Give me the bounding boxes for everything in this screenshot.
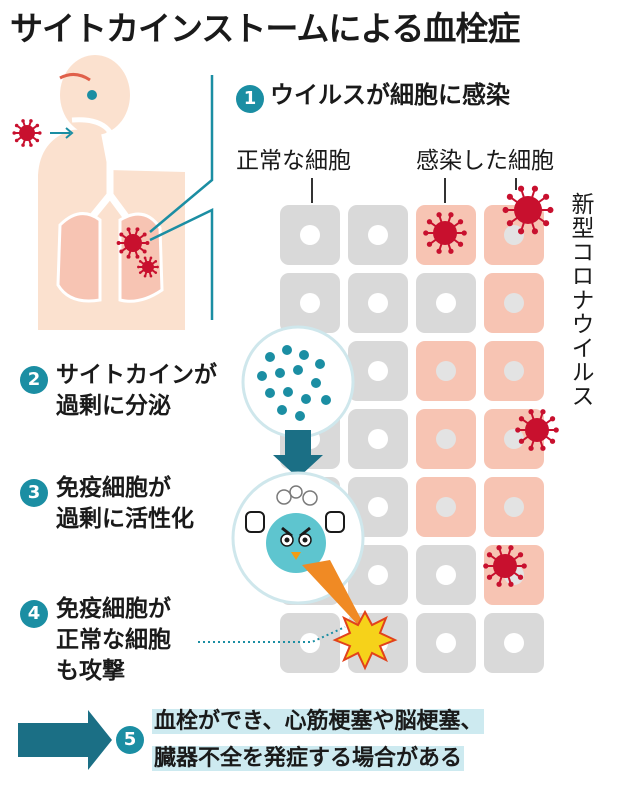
cytokine-dot	[315, 359, 325, 369]
virus-icon	[137, 256, 159, 278]
cell-nucleus	[504, 497, 524, 517]
cytokine-dot	[321, 395, 331, 405]
cell-nucleus	[504, 293, 524, 313]
cell-nucleus	[300, 225, 320, 245]
cell-nucleus	[368, 293, 388, 313]
cell-nucleus	[368, 565, 388, 585]
cytokine-dot	[293, 365, 303, 375]
infected-cell-label: 感染した細胞	[416, 148, 554, 174]
cell-nucleus	[436, 497, 456, 517]
immune-cell-icon	[245, 485, 345, 573]
virus-icon	[483, 545, 527, 587]
step-3-text: 免疫細胞が 過剰に活性化	[56, 475, 194, 532]
cell-nucleus	[368, 361, 388, 381]
cytokine-dot	[257, 371, 267, 381]
cytokine-dot	[277, 405, 287, 415]
cytokine-dot	[282, 345, 292, 355]
step-4-text: 免疫細胞が 正常な細胞 も攻撃	[56, 596, 171, 684]
step-5-badge: 5	[116, 726, 144, 754]
virus-icon	[116, 227, 150, 259]
cell-nucleus	[504, 429, 524, 449]
cytokine-dots	[257, 345, 331, 421]
step-2-badge: 2	[20, 366, 48, 394]
normal-cell-label: 正常な細胞	[236, 148, 351, 174]
cell-nucleus	[368, 429, 388, 449]
cytokine-dot	[265, 352, 275, 362]
cytokine-dot	[301, 394, 311, 404]
cell-nucleus	[436, 361, 456, 381]
cytokine-dot	[295, 411, 305, 421]
virus-icon	[502, 185, 554, 235]
cell-nucleus	[436, 293, 456, 313]
cell-nucleus	[504, 361, 524, 381]
cell-nucleus	[368, 225, 388, 245]
cell-nucleus	[436, 633, 456, 653]
cell-nucleus	[436, 429, 456, 449]
step-5-text: 血栓ができ、心筋梗塞や脳梗塞、 臓器不全を発症する場合がある	[152, 709, 485, 771]
virus-layer	[12, 119, 559, 587]
cell-nucleus	[504, 633, 524, 653]
explosion-icon	[332, 609, 398, 671]
cell-nucleus	[368, 497, 388, 517]
step-2-text: サイトカインが 過剰に分泌	[56, 362, 217, 419]
cytokine-dot	[299, 350, 309, 360]
attack-beam	[302, 560, 372, 640]
cytokine-dot	[275, 368, 285, 378]
cytokine-dot	[311, 378, 321, 388]
cytokine-dot	[283, 387, 293, 397]
human-body-figure	[38, 55, 185, 330]
step-1-text: ウイルスが細胞に感染	[270, 81, 510, 109]
virus-icon	[423, 212, 467, 254]
step-3-badge: 3	[20, 479, 48, 507]
step-4-badge: 4	[20, 600, 48, 628]
cell-nucleus	[300, 293, 320, 313]
cell-nucleus	[504, 225, 524, 245]
cell-nucleus	[436, 565, 456, 585]
virus-icon	[12, 119, 42, 147]
cell-grid	[280, 205, 544, 673]
footer-arrow-icon	[18, 710, 112, 770]
step-1-badge: 1	[236, 85, 264, 113]
virus-label: 新型コロナウイルス	[567, 192, 593, 408]
down-arrow-icon	[273, 430, 323, 478]
page-title: サイトカインストームによる血栓症	[10, 9, 520, 48]
virus-icon	[515, 409, 559, 451]
cytokine-dot	[265, 388, 275, 398]
